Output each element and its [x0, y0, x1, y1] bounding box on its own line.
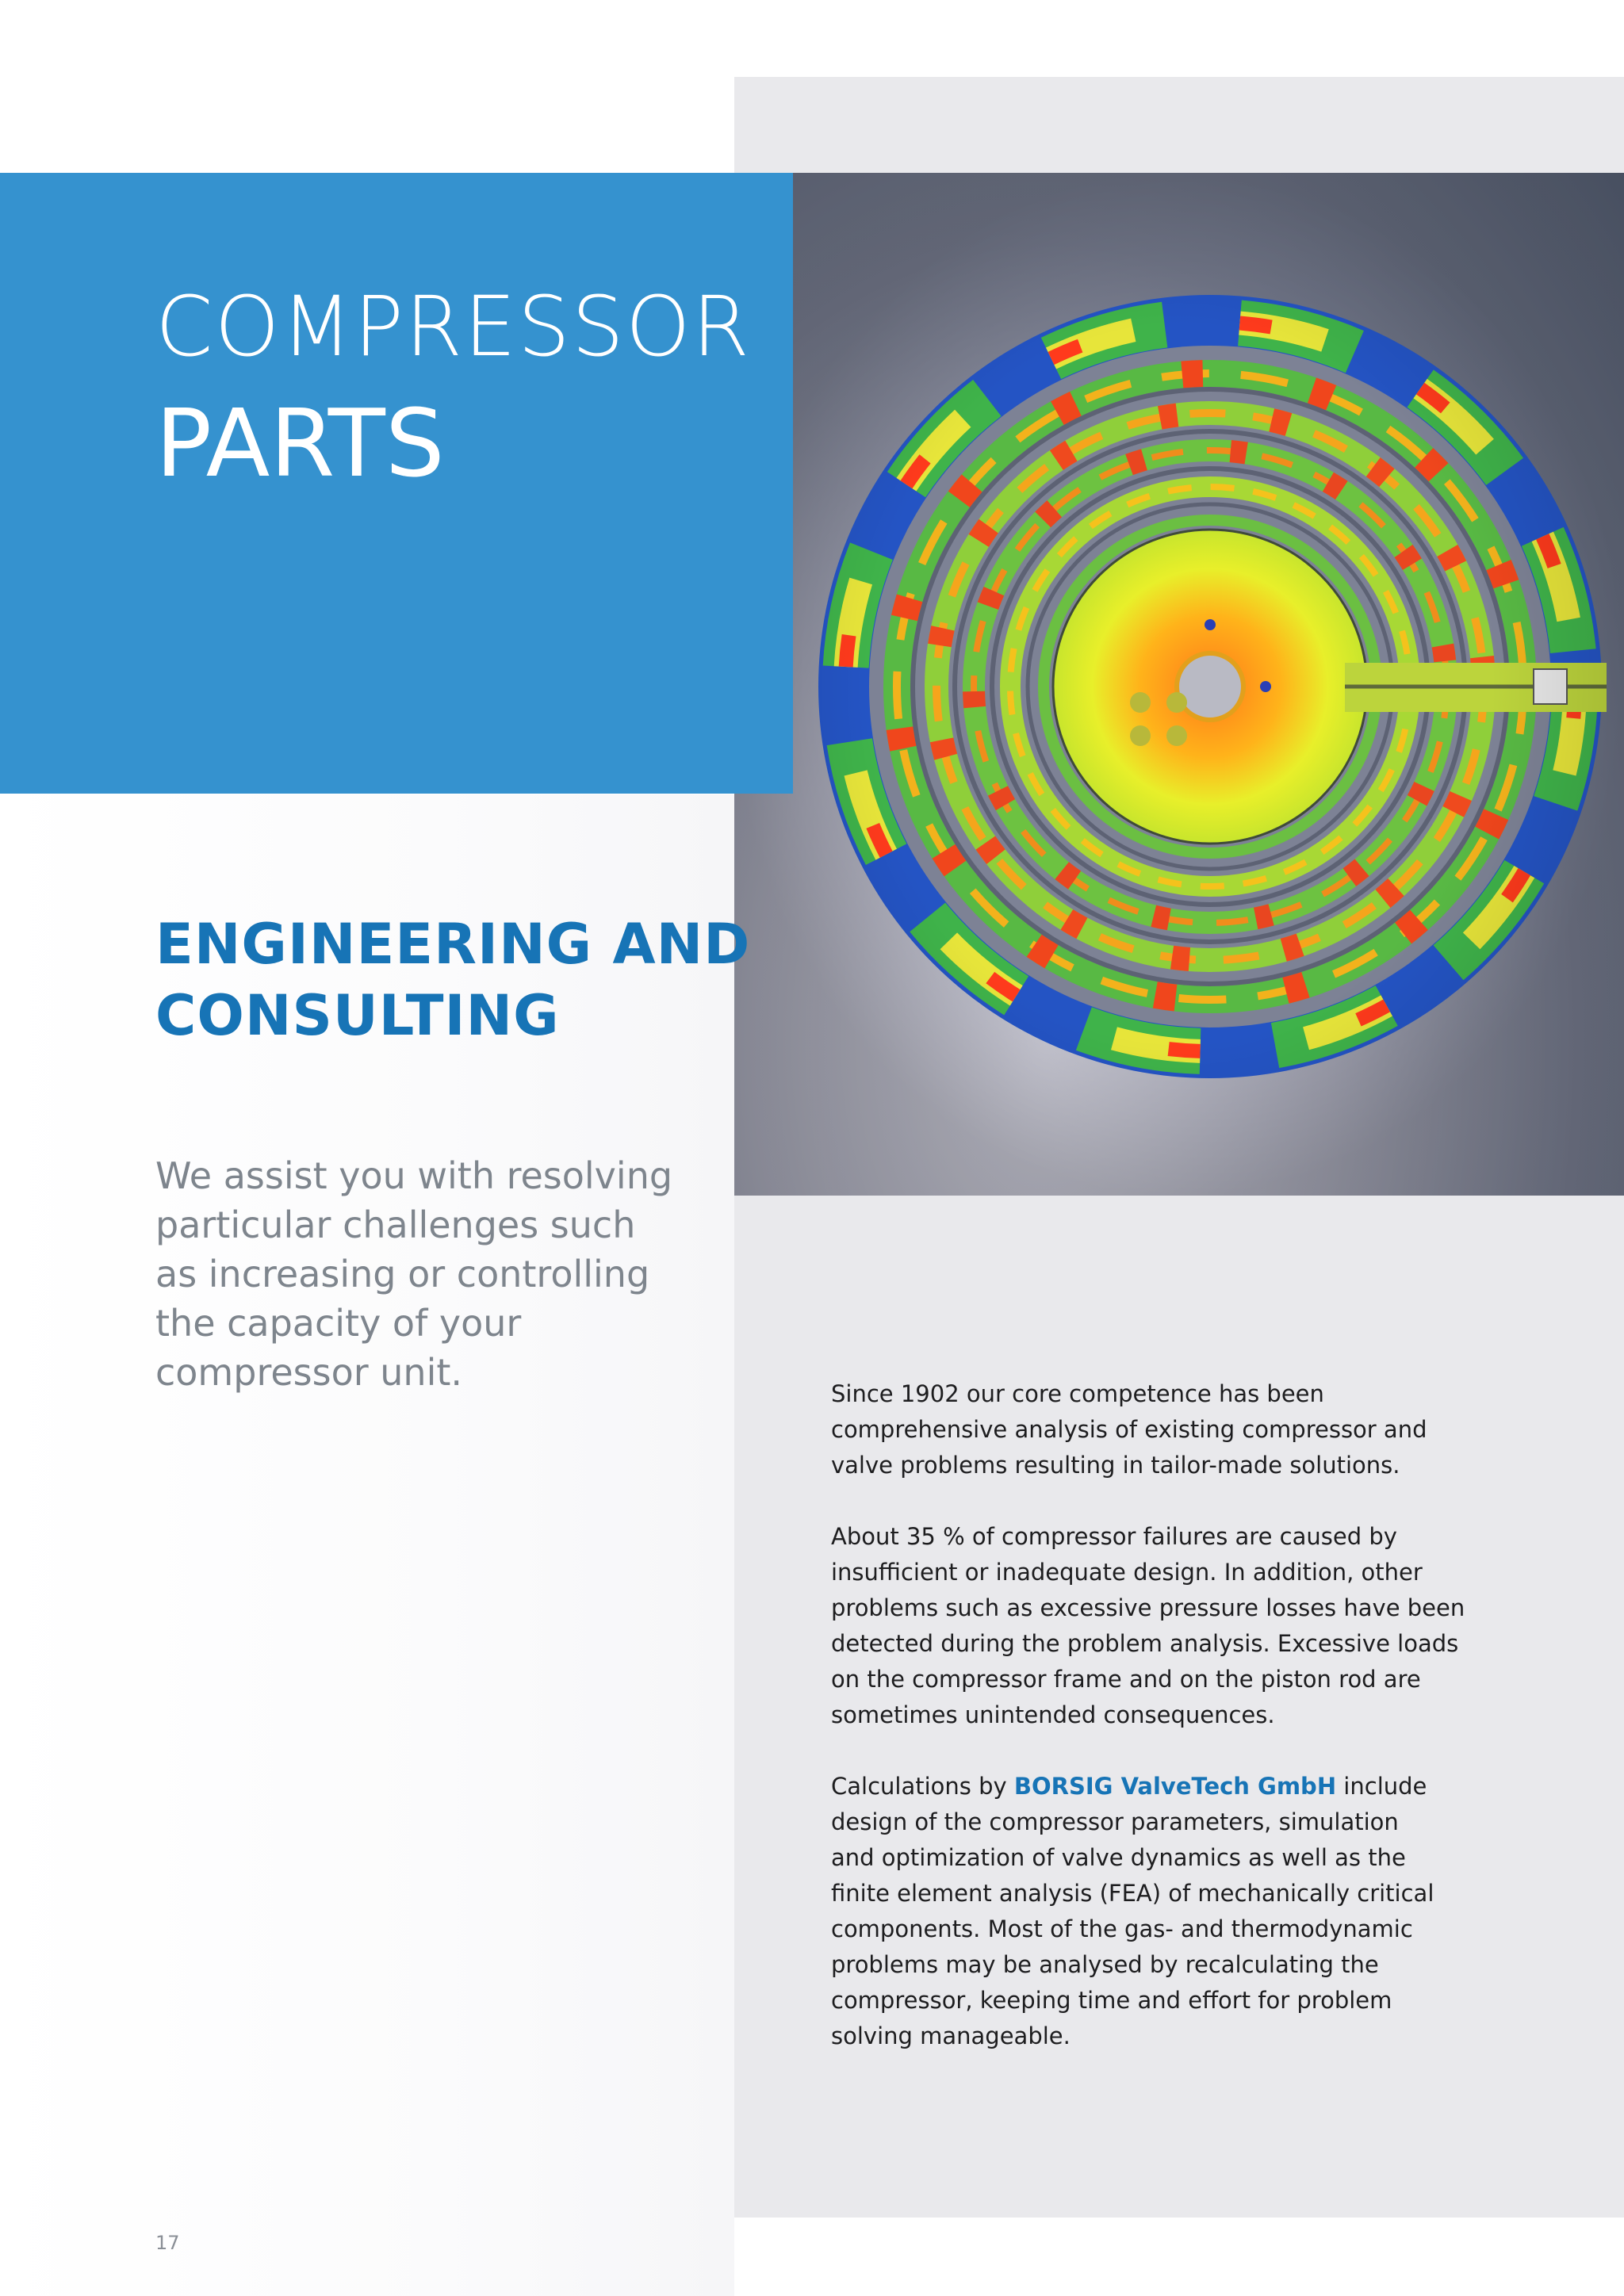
body-line: components. Most of the gas- and thermod… — [831, 1915, 1413, 1942]
section-heading: ENGINEERING AND CONSULTING — [155, 909, 751, 1051]
brand-name: BORSIG ValveTech GmbH — [1013, 1773, 1337, 1800]
body-text-run: include — [1336, 1773, 1427, 1800]
body-line: compressor, keeping time and effort for … — [831, 1987, 1392, 2014]
fea-valve-image — [734, 173, 1624, 1196]
body-line: Calculations by BORSIG ValveTech GmbH in… — [831, 1769, 1561, 1804]
body-paragraph-2: About 35 % of compressor failures are ca… — [831, 1519, 1561, 1733]
body-line: design of the compressor parameters, sim… — [831, 1808, 1399, 1835]
left-background — [0, 794, 734, 2296]
section-heading-line: ENGINEERING AND — [155, 912, 751, 977]
body-line: About 35 % of compressor failures are ca… — [831, 1523, 1397, 1550]
body-line: finite element analysis (FEA) of mechani… — [831, 1880, 1434, 1907]
body-line: comprehensive analysis of existing compr… — [831, 1416, 1427, 1443]
body-paragraph-3: Calculations by BORSIG ValveTech GmbH in… — [831, 1769, 1561, 2054]
body-line: sometimes unintended consequences. — [831, 1701, 1275, 1728]
lead-line: particular challenges such — [155, 1203, 636, 1246]
lead-line: compressor unit. — [155, 1351, 463, 1394]
body-line: solving manageable. — [831, 2022, 1071, 2049]
body-line: valve problems resulting in tailor-made … — [831, 1452, 1400, 1479]
section-heading-line: CONSULTING — [155, 983, 560, 1048]
lead-line: the capacity of your — [155, 1302, 522, 1345]
body-line: detected during the problem analysis. Ex… — [831, 1630, 1459, 1657]
lead-line: as increasing or controlling — [155, 1253, 650, 1295]
body-paragraph-1: Since 1902 our core competence has been … — [831, 1376, 1561, 1483]
body-line: Since 1902 our core competence has been — [831, 1380, 1324, 1407]
page-title-line-2: PARTS — [155, 388, 445, 498]
page-number: 17 — [155, 2232, 180, 2254]
body-line: insufficient or inadequate design. In ad… — [831, 1559, 1423, 1586]
body-line: problems may be analysed by recalculatin… — [831, 1951, 1379, 1978]
body-text-run: Calculations by — [831, 1773, 1014, 1800]
lead-line: We assist you with resolving — [155, 1154, 673, 1197]
body-line: and optimization of valve dynamics as we… — [831, 1844, 1406, 1871]
body-line: problems such as excessive pressure loss… — [831, 1594, 1465, 1621]
lead-paragraph: We assist you with resolving particular … — [155, 1151, 710, 1397]
page-title-line-1: COMPRESSOR — [155, 278, 752, 375]
body-line: on the compressor frame and on the pisto… — [831, 1666, 1421, 1693]
title-box — [0, 173, 793, 794]
body-text: Since 1902 our core competence has been … — [831, 1376, 1561, 2090]
